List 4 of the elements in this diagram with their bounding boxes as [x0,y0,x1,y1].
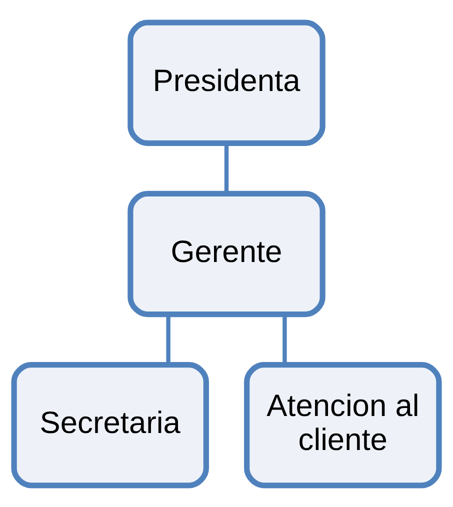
node-box: Secretaria [11,361,209,488]
node-box: Gerente [128,190,326,317]
node-box: Presidenta [128,19,326,146]
node-box: Atencion al cliente [244,361,442,488]
